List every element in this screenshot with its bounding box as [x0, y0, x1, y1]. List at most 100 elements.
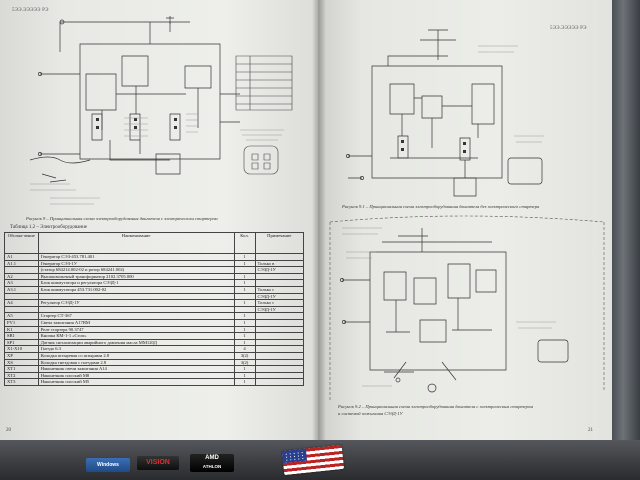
- table-cell-ref: XS: [4, 358, 39, 367]
- table-cell-ref: A5: [4, 312, 39, 320]
- table-cell-qty: 1: [233, 338, 256, 347]
- table-cell-name: (статор 684214.002-02 и ротор 684241.002…: [37, 266, 235, 274]
- table-cell-name: [37, 305, 235, 314]
- table-cell-qty: 1: [233, 299, 256, 307]
- table-cell-qty: [233, 266, 256, 274]
- table-cell-ref: A2: [4, 272, 39, 281]
- table-cell-qty: 3(2): [233, 358, 256, 367]
- windows-sticker: Windows: [86, 458, 130, 472]
- table-cell-qty: 3(2): [233, 351, 256, 360]
- table-cell-qty: 1: [233, 332, 256, 340]
- table-cell-name: Регулятор СЭЗД-1У: [37, 299, 235, 307]
- table-cell-note: [254, 358, 305, 367]
- table-cell-ref: [4, 292, 39, 301]
- table-cell-ref: XP: [4, 351, 39, 360]
- table-cell-ref: SB1: [4, 332, 39, 340]
- page-header-left: 5ЭЭ.ЭЭЭЭЭ РЭ: [12, 8, 49, 13]
- table-cell-qty: 1: [233, 285, 256, 294]
- table-cell-qty: [233, 292, 256, 301]
- table-cell-qty: 1: [233, 259, 256, 268]
- table-cell-note: [254, 351, 305, 360]
- table-cell-ref: A4: [4, 299, 39, 307]
- table-cell-qty: 1: [233, 253, 256, 261]
- laptop-screen-bezel: [612, 0, 640, 440]
- table-cell-note: [254, 312, 305, 320]
- vision-sticker-text: VISION: [146, 459, 170, 466]
- book-spine-shadow: [312, 0, 326, 442]
- table-cell-note: СЭЗД-1У: [254, 305, 305, 314]
- table-cell-note: [254, 253, 305, 261]
- table-cell-ref: A1.1: [4, 259, 39, 268]
- table-cell-qty: 1: [233, 365, 256, 373]
- table-cell-name: Колодка штыревая со штырями 2.8: [37, 351, 235, 360]
- table-cell-note: Только с: [254, 285, 305, 294]
- table-row: СЭЗД-1У: [4, 292, 305, 301]
- table-cell-name: Наконечник плоский М8: [37, 371, 235, 380]
- table-cell-note: [254, 332, 305, 340]
- table-cell-name: Генератор СЭЗ-1У: [37, 259, 235, 268]
- table-cell-name: Реле стартера 90.3747: [37, 325, 235, 334]
- table-cell-ref: [4, 266, 39, 274]
- manual-left-page: 5ЭЭ.ЭЭЭЭЭ РЭ: [0, 0, 318, 442]
- table-cell-qty: 1: [233, 279, 256, 287]
- table-cell-ref: FV1: [4, 318, 39, 327]
- table-cell-name: [37, 292, 235, 301]
- figure-caption-right-1: Рисунок 9.1 – Принципиальная схема элект…: [342, 204, 540, 209]
- table-cell-ref: XT1: [4, 365, 39, 373]
- table-cell-note: [254, 338, 305, 347]
- table-cell-note: [254, 272, 305, 281]
- table-cell-ref: XT3: [4, 378, 39, 386]
- wiring-schematic-right-top: [328, 26, 544, 201]
- table-cell-note: СЭЗД-1У: [254, 266, 305, 274]
- table-cell-qty: 1: [233, 272, 256, 281]
- table-cell-name: Наконечник свечи зажигания A14: [37, 365, 235, 373]
- amd-sticker-line2: ATHLON: [202, 464, 222, 469]
- manual-right-page: 5ЭЭ.ЭЭЭЭЭ РЭ: [318, 0, 614, 442]
- table-title: Таблица 1.2 – Электрооборудование: [10, 225, 87, 230]
- table-cell-name: Высоковольтный трансформатор 2102.3705.0…: [37, 272, 235, 281]
- table-cell-ref: SP1: [4, 338, 39, 347]
- table-cell-qty: 1: [233, 371, 256, 380]
- table-cell-qty: [233, 305, 256, 314]
- figure-caption-left: Рисунок 9 – Принципиальная схема электро…: [26, 216, 218, 221]
- wiring-schematic-left: [20, 14, 310, 214]
- figure-caption-right-2-line2: и системой зажигания СЭЗД-1У: [338, 411, 403, 416]
- page-number-left: 20: [6, 428, 11, 433]
- table-cell-qty: 1: [233, 312, 256, 320]
- page-header-right: 5ЭЭ.ЭЭЭЭЭ РЭ: [550, 26, 587, 31]
- table-cell-ref: XT2: [4, 371, 39, 380]
- table-cell-ref: A3.1: [4, 285, 39, 294]
- table-row: СЭЗД-1У: [4, 305, 305, 314]
- table-cell-qty: 1: [233, 325, 256, 334]
- table-cell-name: Колодка гнездовая с гнездами 2.8: [37, 358, 235, 367]
- table-cell-qty: 4: [233, 345, 256, 353]
- amd-sticker-line1: AMD: [205, 455, 219, 461]
- table-cell-note: [254, 371, 305, 380]
- table-cell-name: Датчик сигнализации аварийного давления …: [37, 338, 235, 347]
- table-cell-qty: 1: [233, 378, 256, 386]
- table-cell-name: Свеча зажигания A17BM: [37, 318, 235, 327]
- column-header: Примечание: [254, 232, 305, 254]
- table-cell-note: [254, 279, 305, 287]
- table-cell-note: СЭЗД-1У: [254, 292, 305, 301]
- table-cell-note: [254, 365, 305, 373]
- vision-sticker: VISION: [137, 456, 179, 470]
- amd-sticker: AMD ATHLON: [190, 454, 234, 472]
- table-cell-ref: X1-X10: [4, 345, 39, 353]
- equipment-table: Обозна-чение Наименование Кол. Примечани…: [4, 232, 305, 386]
